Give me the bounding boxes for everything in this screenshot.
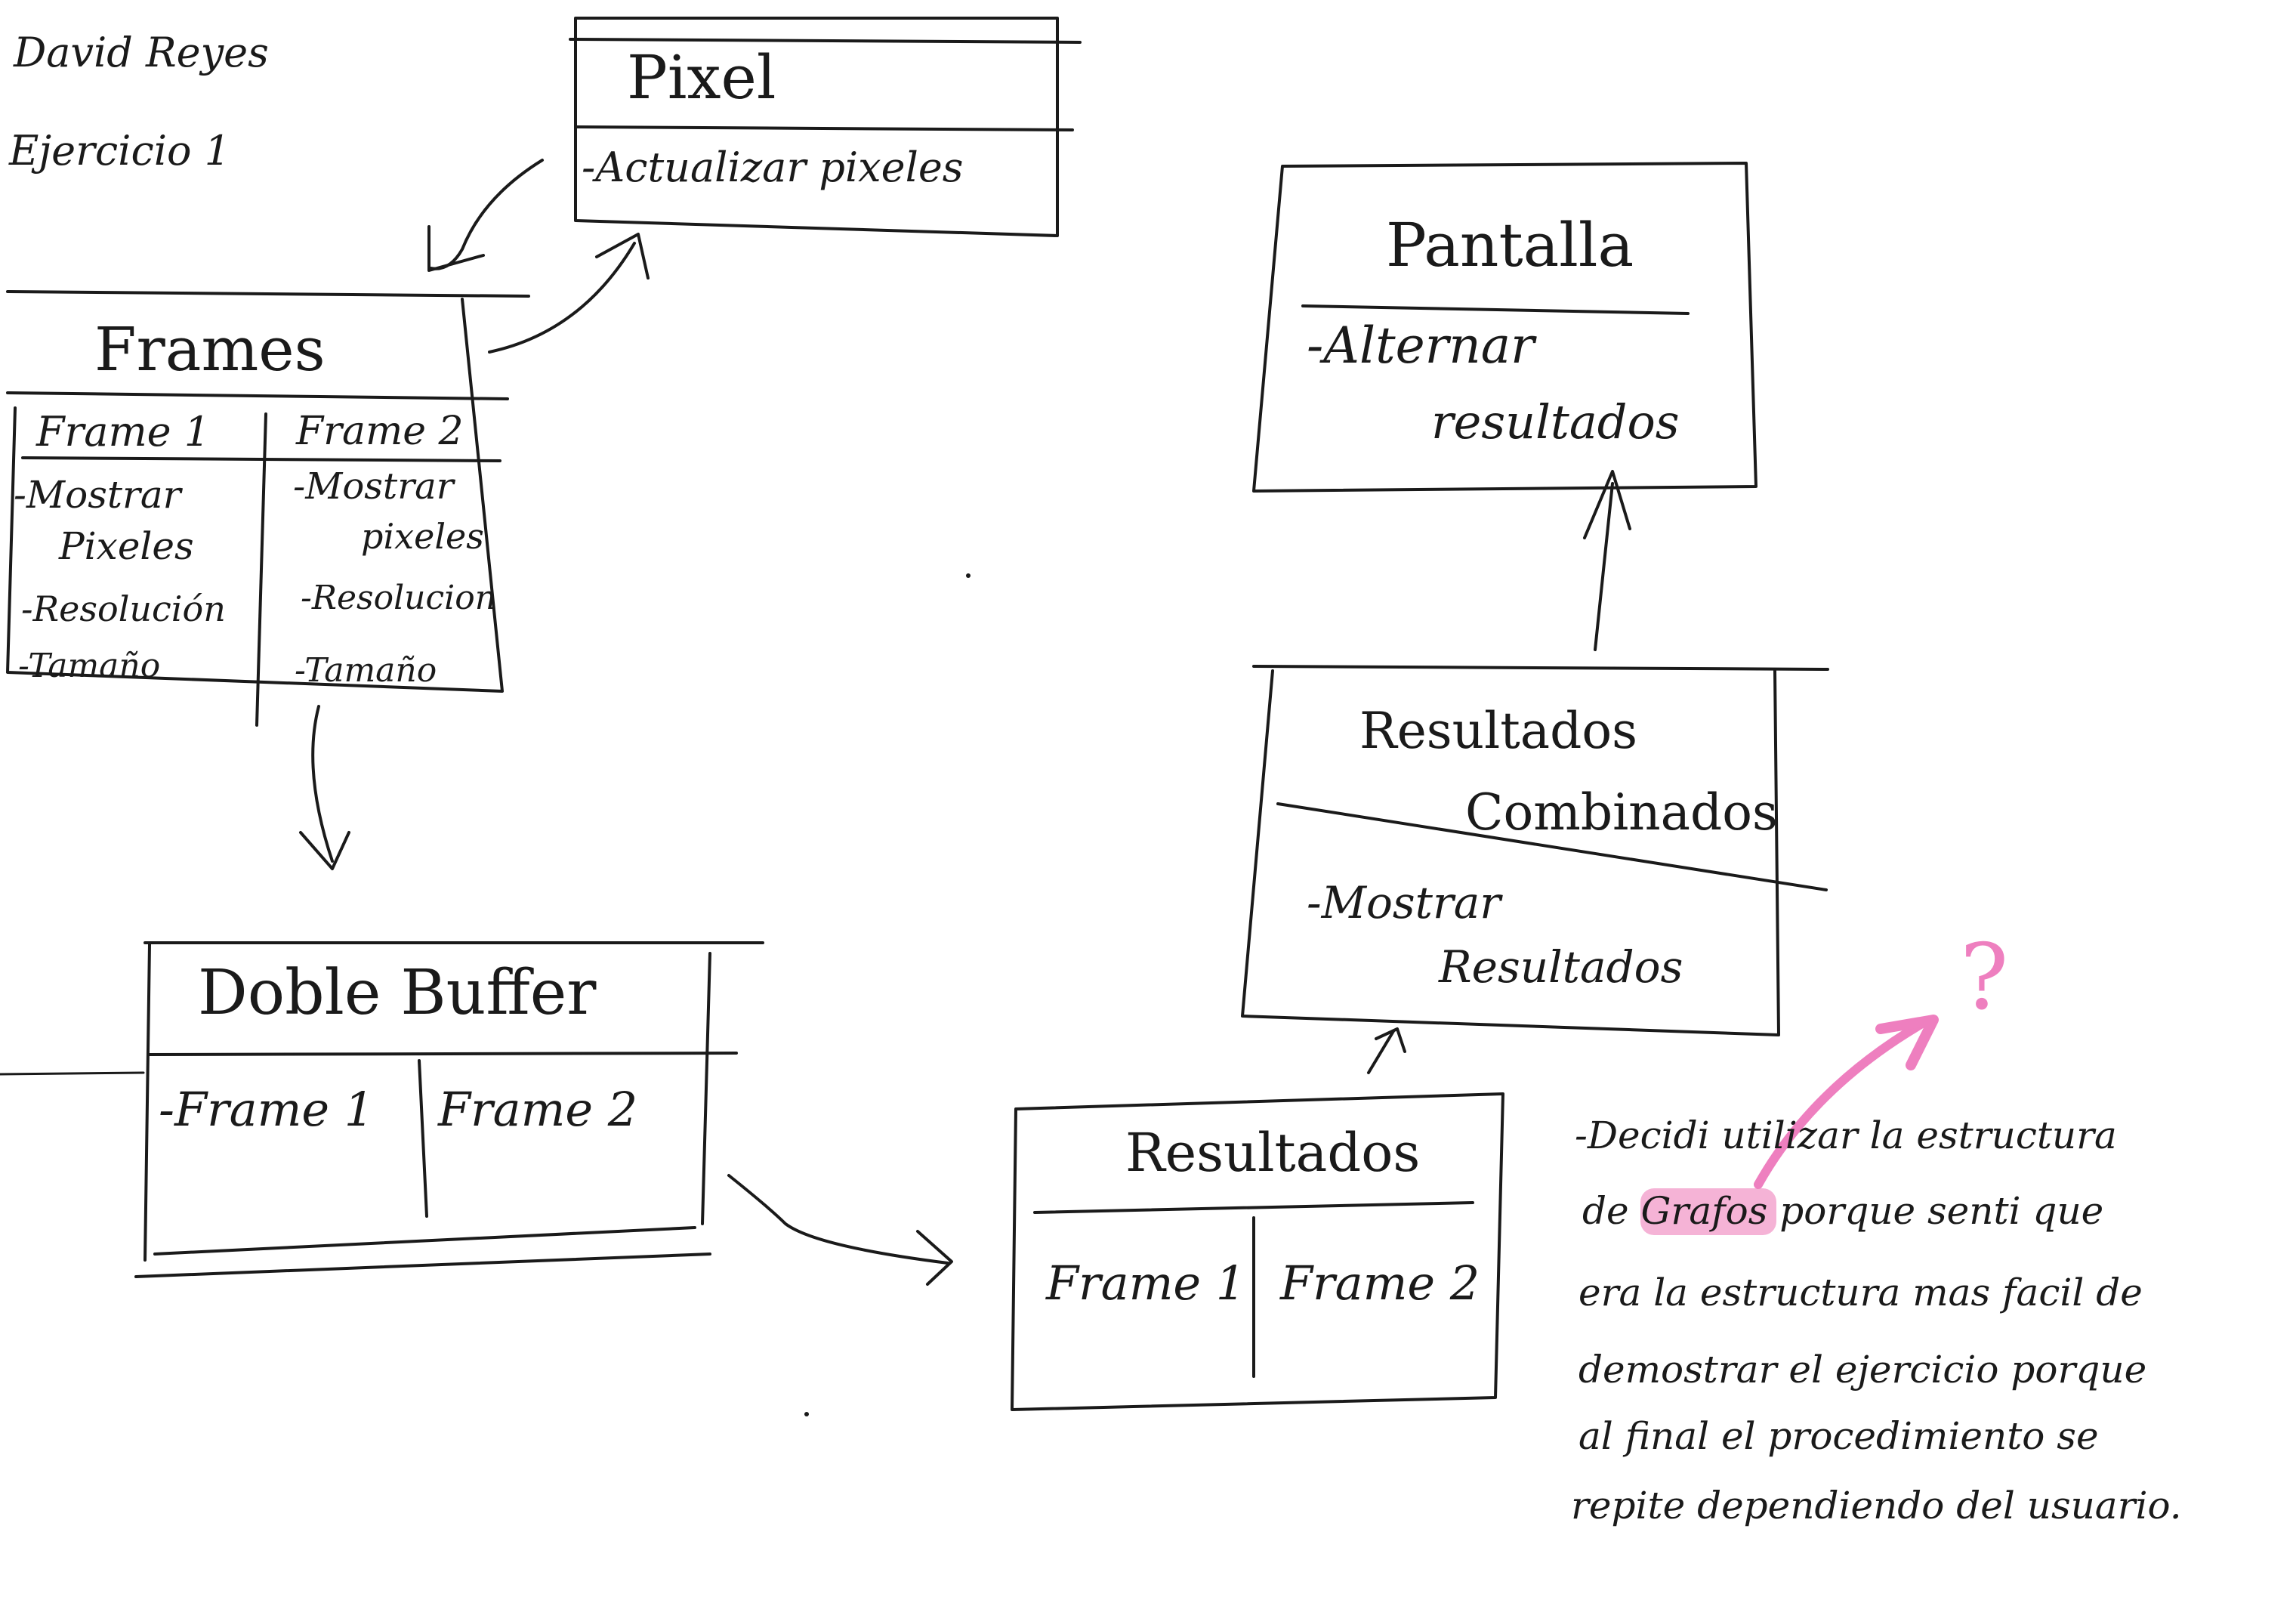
arrow-frames-to-pixel <box>488 233 650 354</box>
question-mark: ? <box>1960 925 2008 1030</box>
note-block: ? -Decidi utilizar la estructura de Graf… <box>1571 925 2182 1527</box>
pixel-class-box: Pixel -Actualizar pixeles <box>569 17 1082 237</box>
arrow-resultados-to-combinados <box>1367 1027 1406 1074</box>
pantalla-class-box: Pantalla -Alternar resultados <box>1252 162 1757 493</box>
buffer-frame1: -Frame 1 <box>159 1082 374 1137</box>
note-line-4: demostrar el ejercicio porque <box>1578 1348 2146 1392</box>
frame1-item-4: -Tamaño <box>18 647 160 685</box>
arrow-combinados-to-pantalla <box>1583 470 1631 651</box>
note-line-6: repite dependiendo del usuario. <box>1571 1484 2182 1527</box>
frame2-item-3: -Resolucion <box>301 579 496 617</box>
note-line-2: de Grafos porque senti que <box>1582 1189 2103 1233</box>
note-line-3: era la estructura mas facil de <box>1578 1271 2143 1314</box>
frames-title: Frames <box>94 314 326 385</box>
note-line-5: al final el procedimiento se <box>1578 1414 2099 1458</box>
pixel-method: -Actualizar pixeles <box>582 144 964 191</box>
resultados-title: Resultados <box>1125 1122 1420 1184</box>
arrow-pixel-to-frames <box>427 159 544 272</box>
arrow-frames-to-buffer <box>299 705 350 870</box>
resultados-class-box: Resultados Frame 1 Frame 2 <box>1011 1092 1504 1411</box>
frame2-item-1: -Mostrar <box>293 465 456 508</box>
frame1-header: Frame 1 <box>35 408 210 456</box>
pantalla-title: Pantalla <box>1386 210 1634 280</box>
pixel-title: Pixel <box>627 42 776 113</box>
pantalla-method-1: -Alternar <box>1307 317 1537 375</box>
pantalla-method-2: resultados <box>1431 394 1680 449</box>
combinados-title-1: Resultados <box>1359 702 1637 760</box>
stray-dot <box>966 573 971 578</box>
combinados-class-box: Resultados Combinados -Mostrar Resultado… <box>1241 665 1829 1036</box>
pink-arrow <box>1754 1019 1927 1189</box>
resultados-frame1: Frame 1 <box>1045 1256 1245 1311</box>
arrow-buffer-to-resultados <box>727 1174 953 1286</box>
frame2-item-4: -Tamaño <box>295 651 437 690</box>
frame1-item-3: -Resolución <box>21 588 226 629</box>
combinados-title-2: Combinados <box>1465 783 1778 842</box>
frame2-header: Frame 2 <box>295 409 464 454</box>
frames-class-box: Frames Frame 1 Frame 2 -Mostrar Pixeles … <box>6 290 530 727</box>
note-line-1: -Decidi utilizar la estructura <box>1575 1114 2117 1157</box>
author-name: David Reyes <box>13 29 269 76</box>
buffer-frame2: Frame 2 <box>437 1082 637 1137</box>
stray-dot <box>804 1412 809 1416</box>
frame2-item-2: pixeles <box>361 516 484 557</box>
frame1-item-1: -Mostrar <box>14 473 184 517</box>
exercise-label: Ejercicio 1 <box>8 127 230 175</box>
resultados-frame2: Frame 2 <box>1279 1256 1480 1311</box>
combinados-method-2: Resultados <box>1438 941 1683 993</box>
frame1-item-2: Pixeles <box>58 524 194 568</box>
highlight-mark <box>1640 1188 1776 1235</box>
doble-buffer-class-box: Doble Buffer -Frame 1 Frame 2 <box>0 941 764 1278</box>
buffer-title: Doble Buffer <box>198 957 597 1029</box>
combinados-method-1: -Mostrar <box>1307 877 1503 928</box>
